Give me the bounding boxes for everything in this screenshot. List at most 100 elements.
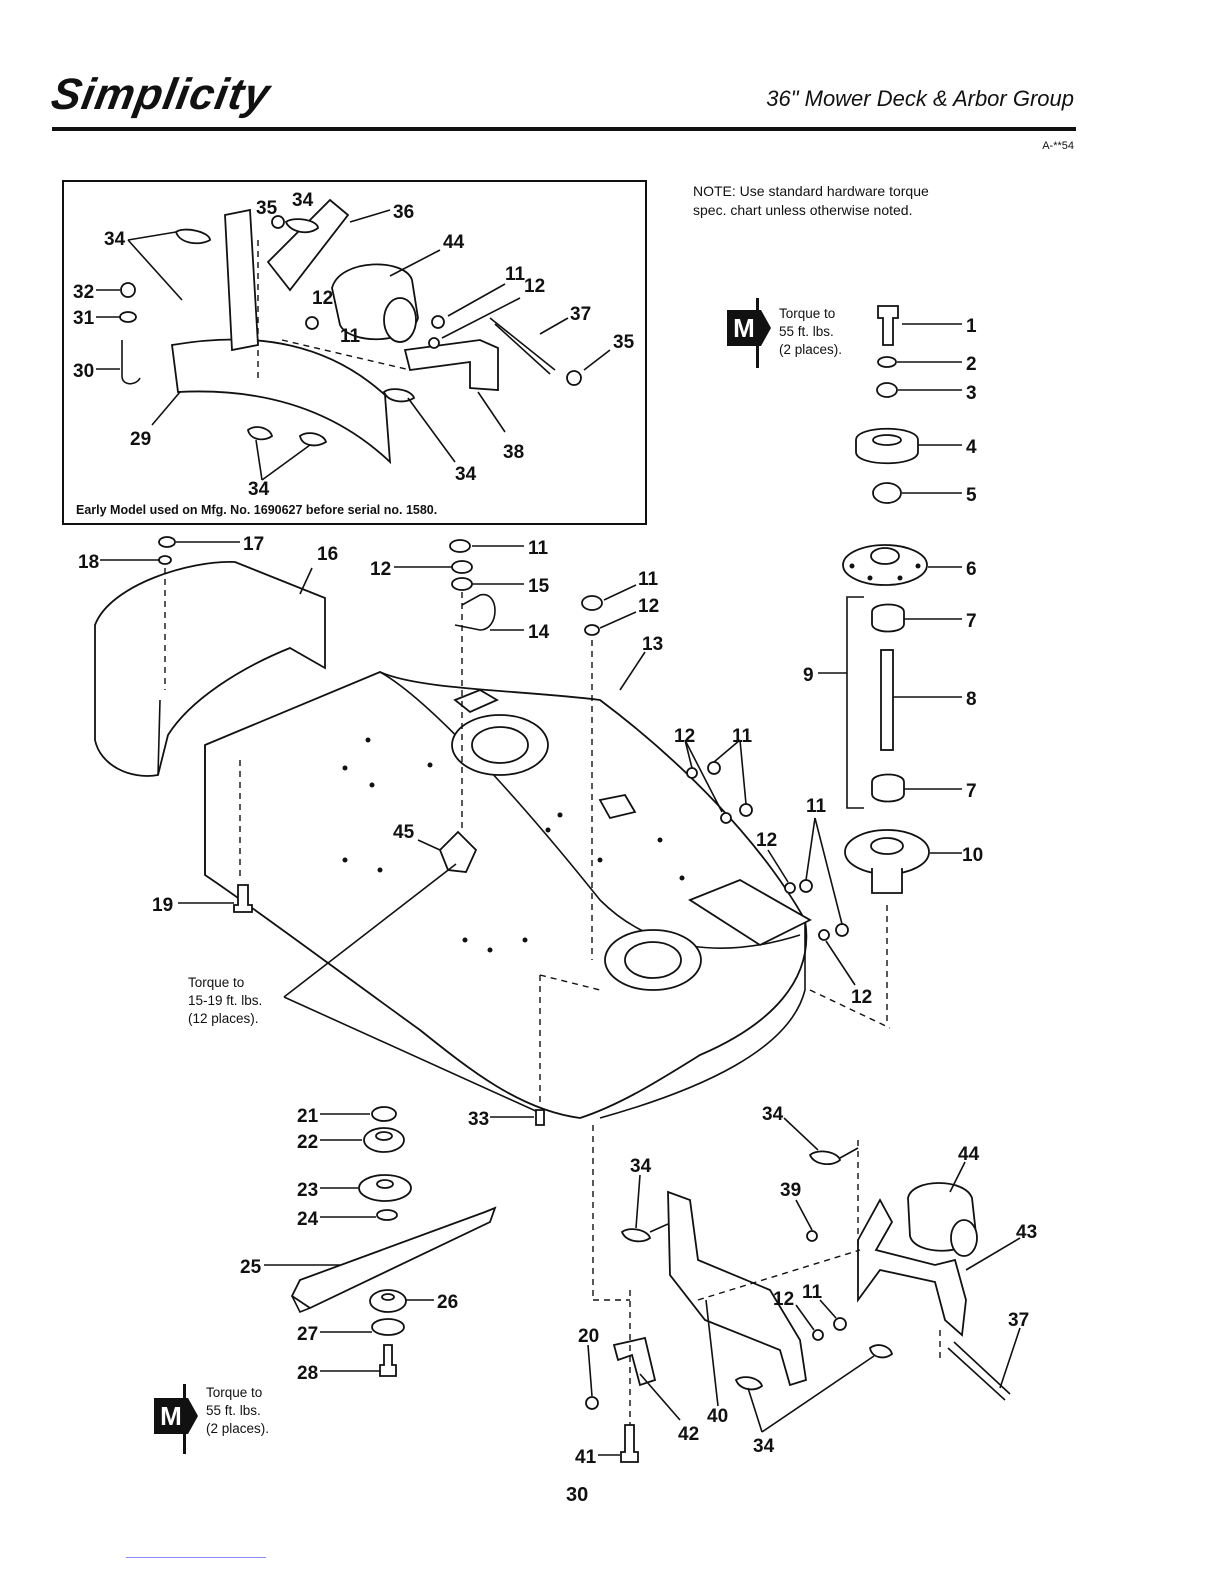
callout-inset-30: 30	[73, 361, 94, 382]
pulley-4	[855, 427, 919, 465]
callout-12c: 12	[674, 726, 695, 747]
callout-15: 15	[528, 576, 550, 597]
callout-3: 3	[966, 383, 977, 404]
callout-14: 14	[528, 622, 550, 643]
callout-28: 28	[297, 1363, 318, 1384]
bolt-1	[877, 305, 899, 346]
deck-plate	[688, 879, 812, 947]
callout-12d: 12	[756, 830, 777, 851]
callout-23: 23	[297, 1180, 318, 1201]
callout-18: 18	[78, 552, 99, 573]
bracket-9	[846, 596, 864, 809]
spindle-drawing	[818, 305, 962, 1025]
bolt-28	[379, 1344, 397, 1377]
callout-45: 45	[393, 822, 415, 843]
callout-inset-38: 38	[503, 442, 524, 463]
spacer-5	[872, 482, 902, 504]
inset-drawing	[96, 198, 611, 481]
bracket-42	[612, 1336, 657, 1387]
callout-33: 33	[468, 1109, 489, 1130]
callout-34c: 34	[753, 1436, 775, 1457]
spacer-26	[369, 1289, 407, 1313]
callout-inset-34d: 34	[248, 479, 270, 500]
m-badge-top: M	[727, 310, 761, 346]
callout-22: 22	[297, 1132, 318, 1153]
callout-inset-35b: 35	[613, 332, 635, 353]
inset-labels: 35 34 36 34 44 32 31 12 11 12 30 11 37 3…	[73, 190, 635, 500]
page-number: 30	[566, 1484, 589, 1506]
callout-inset-29: 29	[130, 429, 151, 450]
callout-17: 17	[243, 534, 264, 555]
callout-inset-34b: 34	[104, 229, 126, 250]
callout-37b: 37	[1008, 1310, 1029, 1331]
callout-13: 13	[642, 634, 663, 655]
callout-10: 10	[962, 845, 983, 866]
callout-6: 6	[966, 559, 977, 580]
callout-inset-34: 34	[292, 190, 314, 211]
callout-12f: 12	[773, 1289, 794, 1310]
washer-24	[376, 1209, 398, 1221]
callout-4: 4	[966, 437, 977, 458]
washer-21	[371, 1106, 397, 1122]
callout-26: 26	[437, 1292, 458, 1313]
m-arrow-bottom	[188, 1398, 198, 1434]
spindle-labels: 1 2 3 4 5 6 7 9 8 7 10	[803, 316, 983, 866]
callout-2: 2	[966, 354, 977, 375]
bracket-43	[857, 1198, 967, 1337]
callout-inset-11: 11	[505, 264, 526, 285]
inset-bracket-38	[403, 339, 499, 391]
callout-24: 24	[297, 1209, 319, 1230]
callout-20: 20	[578, 1326, 599, 1347]
callout-41: 41	[575, 1447, 597, 1468]
inset-plate-36	[266, 198, 350, 292]
callout-19: 19	[152, 895, 173, 916]
footer-line	[126, 1557, 266, 1558]
header-rule	[52, 127, 1076, 131]
callout-25: 25	[240, 1257, 262, 1278]
callout-44b: 44	[958, 1144, 980, 1165]
callout-inset-11b: 11	[340, 326, 361, 347]
callout-9: 9	[803, 665, 814, 686]
callout-7: 7	[966, 611, 977, 632]
housing-6	[842, 544, 928, 586]
part-45	[438, 830, 478, 873]
deck-bracket	[453, 689, 499, 714]
m-badge-bottom: M	[154, 1398, 188, 1434]
hardware-note: NOTE: Use standard hardware torque spec.…	[693, 183, 929, 218]
callout-12: 12	[370, 559, 391, 580]
inset-arm-left	[224, 208, 259, 352]
callout-inset-44: 44	[443, 232, 465, 253]
callout-inset-32: 32	[73, 282, 94, 303]
callout-inset-35: 35	[256, 198, 278, 219]
callout-16: 16	[317, 544, 338, 565]
callout-34a: 34	[762, 1104, 784, 1125]
callout-39: 39	[780, 1180, 801, 1201]
callout-inset-37: 37	[570, 304, 591, 325]
inset-caption: Early Model used on Mfg. No. 1690627 bef…	[76, 503, 438, 517]
callout-43: 43	[1016, 1222, 1037, 1243]
washer-27	[371, 1318, 405, 1336]
callout-7b: 7	[966, 781, 977, 802]
shaft-8	[880, 649, 894, 751]
callout-inset-12: 12	[312, 288, 333, 309]
m-stem-top	[756, 298, 759, 368]
callout-inset-34c: 34	[455, 464, 477, 485]
callout-12b: 12	[638, 596, 659, 617]
callout-11f: 11	[802, 1282, 823, 1303]
callout-11c: 11	[732, 726, 753, 747]
callout-11d: 11	[806, 796, 827, 817]
bearing-7	[871, 603, 905, 633]
early-model-inset	[62, 180, 647, 525]
inset-pin-37	[489, 317, 556, 371]
bracket-labels: 34 34 44 39 43 12 11 37 20 40 42 34 41	[575, 1104, 1037, 1468]
callout-12e: 12	[851, 987, 872, 1008]
callout-inset-12b: 12	[524, 276, 545, 297]
bracket-40	[667, 1190, 808, 1387]
bearing-7b	[871, 773, 905, 803]
bolt-19	[233, 884, 253, 913]
callout-11b: 11	[638, 569, 659, 590]
page-title: 36" Mower Deck & Arbor Group	[766, 86, 1074, 111]
m-stem-bottom	[183, 1384, 186, 1454]
